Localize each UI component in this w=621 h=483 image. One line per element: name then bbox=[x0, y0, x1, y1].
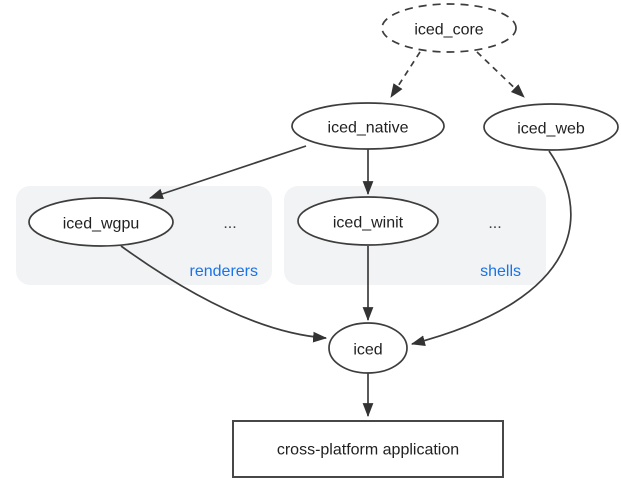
node-iced-winit-label: iced_winit bbox=[333, 215, 404, 232]
node-iced-native-ellipse bbox=[291, 102, 445, 150]
group-renderers-label: renderers bbox=[190, 263, 258, 280]
node-iced-ellipse bbox=[328, 322, 408, 374]
node-iced-web-label: iced_web bbox=[517, 121, 585, 138]
node-iced-core-ellipse bbox=[381, 3, 517, 53]
node-iced-winit-ellipse bbox=[297, 196, 439, 246]
node-iced-core-label: iced_core bbox=[414, 22, 483, 39]
node-iced-native-label: iced_native bbox=[328, 120, 409, 137]
node-application-box bbox=[232, 420, 504, 478]
group-renderers-ellipsis: ... bbox=[223, 215, 236, 232]
group-shells-label: shells bbox=[480, 263, 521, 280]
group-shells-ellipsis: ... bbox=[488, 215, 501, 232]
node-application-label: cross-platform application bbox=[277, 442, 459, 459]
edge-core-to-native-arrow bbox=[390, 51, 421, 98]
edge-wgpu-to-iced-arrow bbox=[120, 245, 328, 343]
edge-core-to-web-arrow bbox=[476, 51, 525, 98]
node-iced-wgpu-label: iced_wgpu bbox=[63, 216, 140, 233]
node-iced-web-ellipse bbox=[483, 103, 619, 151]
node-iced-wgpu-ellipse bbox=[28, 197, 174, 247]
node-iced-label: iced bbox=[353, 342, 382, 359]
edge-web-to-iced-arrow bbox=[410, 150, 572, 346]
edge-native-to-wgpu-arrow bbox=[148, 145, 307, 200]
